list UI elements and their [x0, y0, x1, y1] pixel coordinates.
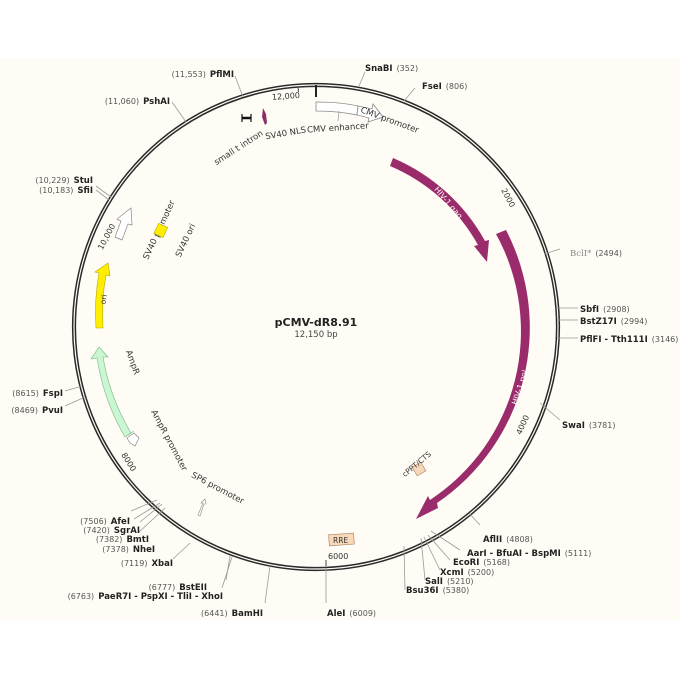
- plasmid-name: pCMV-dR8.91: [275, 316, 358, 329]
- cmv-enhancer-label: CMV enhancer: [307, 121, 370, 135]
- site-ecori[interactable]: EcoRI(5168): [453, 558, 510, 568]
- sv40-nls-feature[interactable]: SV40 NLS: [262, 108, 307, 142]
- site-nhei[interactable]: (7378)NheI: [102, 545, 155, 555]
- site-swai[interactable]: SwaI(3781): [562, 421, 615, 431]
- site-pshai[interactable]: (11,060)PshAI: [105, 97, 170, 107]
- site-labels-right: SnaBI(352) FseI(806) BclI*(2494) SbfI(29…: [327, 64, 678, 619]
- site-bmti[interactable]: (7382)BmtI: [96, 535, 149, 545]
- rre-feature[interactable]: RRE: [328, 532, 355, 547]
- hiv-gag-label: HIV-1 gag: [432, 185, 464, 221]
- ampr-label: AmpR: [123, 349, 141, 376]
- site-snabi[interactable]: SnaBI(352): [365, 64, 418, 74]
- sv40-ori-feature[interactable]: SV40 ori: [153, 222, 198, 259]
- small-t-intron-feature[interactable]: small t intron: [213, 114, 266, 168]
- site-sbfi[interactable]: SbfI(2908): [580, 305, 630, 315]
- site-pvui[interactable]: (8469)PvuI: [11, 406, 63, 416]
- small-t-intron-label: small t intron: [213, 129, 266, 168]
- site-pflfi-tth111i[interactable]: PflFI - Tth111I(3146): [580, 335, 678, 345]
- sp6-promoter-feature[interactable]: SP6 promoter: [189, 471, 246, 517]
- site-sgrai[interactable]: (7420)SgrAI: [83, 526, 140, 536]
- site-alei[interactable]: AleI(6009): [327, 609, 376, 619]
- site-aflii[interactable]: AflII(4808): [483, 535, 533, 545]
- site-bamhi[interactable]: (6441)BamHI: [201, 609, 263, 619]
- tick-label-4000: 4000: [515, 414, 532, 436]
- hiv-gag-feature[interactable]: HIV-1 gag: [390, 158, 489, 262]
- tick-label-6000: 6000: [328, 552, 348, 561]
- site-bcli[interactable]: BclI*(2494): [570, 249, 622, 259]
- site-sali[interactable]: SalI(5210): [425, 577, 474, 587]
- sv40-ori-label: SV40 ori: [174, 222, 198, 259]
- ampr-promoter-label: AmpR promoter: [148, 408, 189, 473]
- site-leaders: [64, 71, 578, 604]
- site-fsei[interactable]: FseI(806): [422, 82, 467, 92]
- site-fspi[interactable]: (8615)FspI: [12, 389, 63, 399]
- site-sfii[interactable]: (10,183)SfiI: [39, 186, 93, 196]
- cppt-cts-feature[interactable]: cPPT/CTS: [400, 449, 433, 478]
- ori-feature[interactable]: ori: [94, 262, 111, 329]
- site-aari-bfuai-bspmi[interactable]: AarI - BfuAI - BspMI(5111): [467, 549, 591, 559]
- ori-label: ori: [98, 294, 108, 305]
- site-xbai[interactable]: (7119)XbaI: [121, 559, 173, 569]
- tick-label-12000: 12,000: [272, 91, 301, 102]
- tick-label-10000: 10,000: [96, 222, 117, 251]
- site-paer7i-pspxi-tlii-xhoi[interactable]: (6763)PaeR7I - PspXI - TliI - XhoI: [68, 592, 223, 602]
- hiv-pol-feature[interactable]: HIV-1 pol: [416, 230, 530, 519]
- ampr-feature[interactable]: AmpR: [90, 346, 141, 438]
- plasmid-length: 12,150 bp: [294, 330, 337, 340]
- rre-label: RRE: [333, 536, 348, 545]
- sp6-promoter-label: SP6 promoter: [189, 471, 245, 507]
- map-panel: [0, 58, 680, 620]
- cmv-enhancer-promoter-feature[interactable]: CMV enhancer CMV promoter: [307, 101, 421, 136]
- site-bsteii[interactable]: (6777)BstEII: [149, 583, 207, 593]
- ampr-promoter-feature[interactable]: AmpR promoter: [126, 408, 189, 473]
- sv40-promoter-feature[interactable]: SV40 promoter: [114, 199, 178, 262]
- site-labels-left: (6441)BamHI (6763)PaeR7I - PspXI - TliI …: [11, 70, 263, 619]
- site-bsu36i[interactable]: Bsu36I(5380): [406, 586, 469, 596]
- site-stui[interactable]: (10,229)StuI: [35, 176, 93, 186]
- sv40-nls-label: SV40 NLS: [265, 125, 307, 142]
- site-pflmi[interactable]: (11,553)PflMI: [172, 70, 234, 80]
- site-xcmi[interactable]: XcmI(5200): [440, 568, 494, 578]
- site-afei[interactable]: (7506)AfeI: [80, 517, 130, 527]
- site-bstz17i[interactable]: BstZ17I(2994): [580, 317, 647, 327]
